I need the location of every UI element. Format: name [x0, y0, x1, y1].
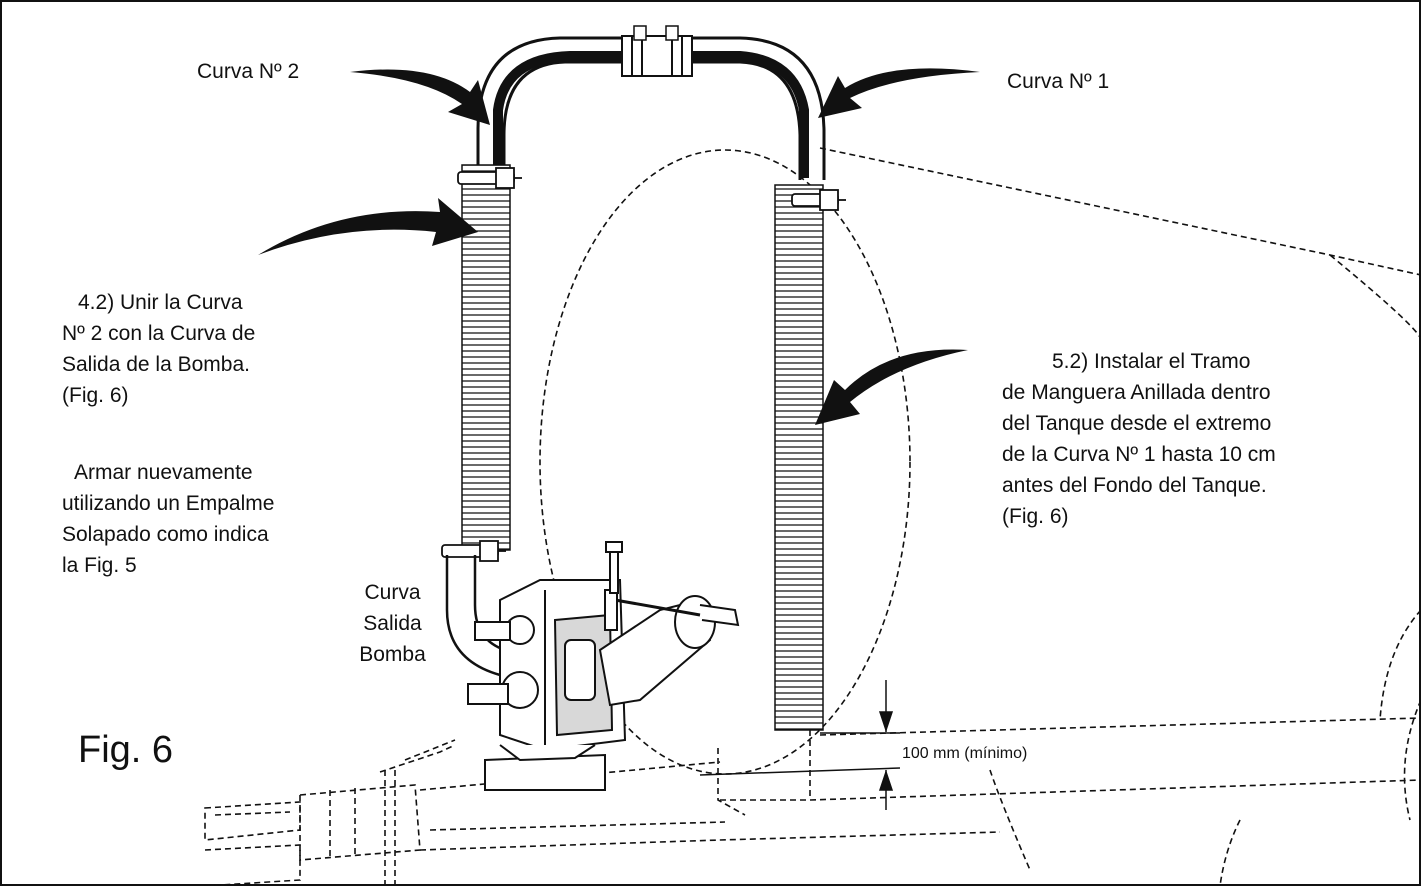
- note-armar: Armar nuevamente utilizando un Empalme S…: [62, 461, 275, 577]
- pump-outlet-curve: [445, 555, 506, 677]
- label-curva-salida-bomba: Curva Salida Bomba: [359, 581, 426, 666]
- figure-label: Fig. 6: [78, 729, 174, 771]
- pump-icon: [467, 541, 740, 791]
- tank-opening-ellipse: [539, 149, 911, 775]
- top-pipe: [476, 25, 826, 180]
- label-curva-1: Curva Nº 1: [1007, 70, 1110, 93]
- arrow-curva2-icon: [350, 69, 490, 125]
- note-step-5-2: 5.2) Instalar el Tramo de Manguera Anill…: [1002, 350, 1276, 528]
- callout-arrows: [258, 68, 980, 425]
- note-step-4-2: 4.2) Unir la Curva Nº 2 con la Curva de …: [62, 291, 256, 407]
- label-curva-2: Curva Nº 2: [197, 60, 300, 83]
- dimension-lines: [699, 680, 901, 810]
- arrow-curva1-icon: [818, 68, 980, 118]
- right-ribbed-hose: [774, 184, 824, 731]
- pipe-coupling: [621, 35, 693, 77]
- left-ribbed-hose: [461, 164, 511, 551]
- arrow-hose-right-icon: [815, 349, 968, 425]
- dimension-label: 100 mm (mínimo): [902, 745, 1028, 762]
- hose-clamp-icon: [441, 167, 846, 562]
- arrow-hose-left-icon: [258, 198, 478, 255]
- tank-outline: [717, 147, 1421, 886]
